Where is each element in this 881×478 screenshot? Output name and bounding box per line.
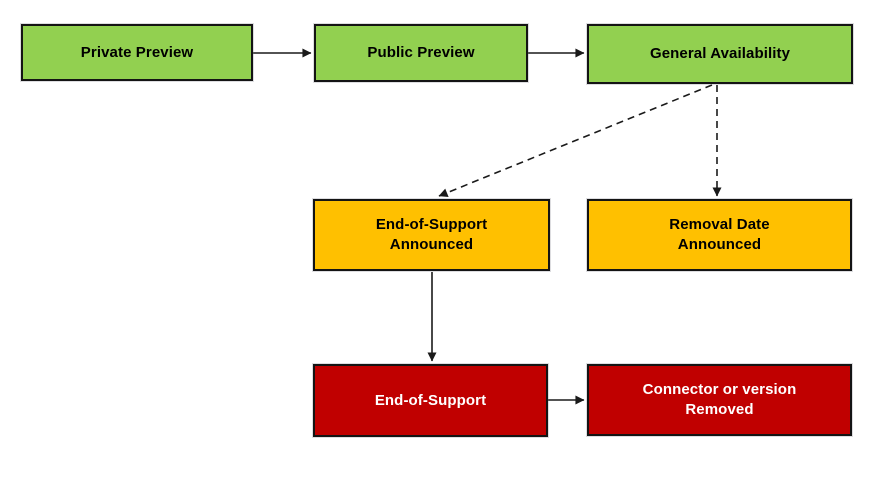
node-connector-or-version-removed: Connector or version Removed <box>587 364 852 436</box>
node-label-line2: Removed <box>685 401 754 418</box>
node-end-of-support: End-of-Support <box>313 364 548 437</box>
node-label: End-of-Support <box>374 391 487 409</box>
node-label-line1: Connector or version <box>642 381 797 398</box>
node-general-availability: General Availability <box>587 24 853 84</box>
node-label-line1: Removal Date <box>669 216 770 233</box>
node-removal-date-announced: Removal Date Announced <box>587 199 852 271</box>
node-public-preview: Public Preview <box>314 24 528 82</box>
node-label-line1: End-of-Support <box>375 216 488 233</box>
node-label-line2: Announced <box>677 236 762 253</box>
node-label: Private Preview <box>80 43 194 61</box>
node-label: Public Preview <box>367 44 475 61</box>
edge-ga-to-eos-announced-arrow <box>438 84 713 197</box>
node-private-preview: Private Preview <box>21 24 253 81</box>
node-end-of-support-announced: End-of-Support Announced <box>313 199 550 271</box>
node-label: General Availability <box>649 45 791 62</box>
node-label-line2: Announced <box>389 236 474 253</box>
